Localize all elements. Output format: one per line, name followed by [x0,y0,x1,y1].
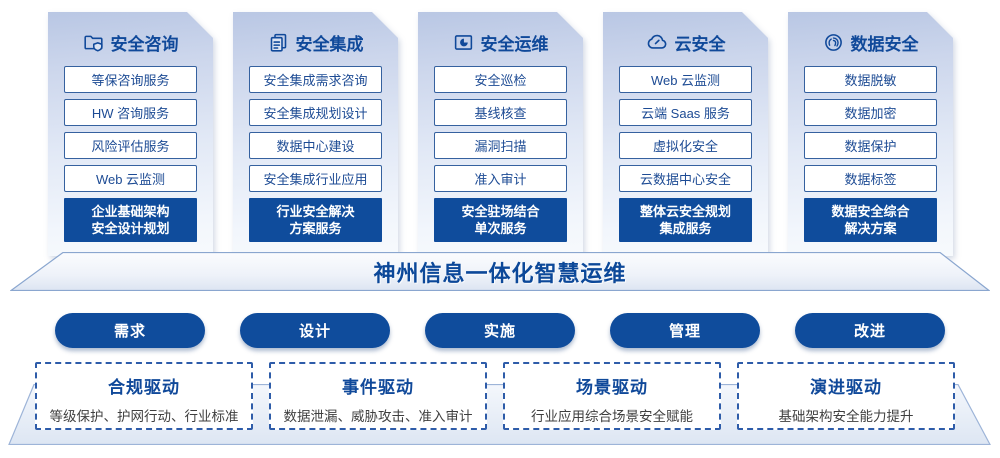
footer-line: 单次服务 [474,221,527,237]
column-title: 云安全 [674,34,726,54]
service-item: 云数据中心安全 [619,165,752,192]
service-item: 风险评估服务 [64,132,197,159]
service-item: 安全巡检 [434,66,567,93]
footer-line: 安全驻场结合 [461,204,540,219]
service-item: 准入审计 [434,165,567,192]
driver-compliance: 合规驱动 等级保护、护网行动、行业标准 [35,362,253,430]
driver-scenario: 场景驱动 行业应用综合场景安全赋能 [503,362,721,430]
service-item: HW 咨询服务 [64,99,197,126]
footer-line: 解决方案 [844,221,897,237]
phase-pill-improvement: 改进 [795,313,945,348]
service-item: 数据保护 [804,132,937,159]
service-columns: 安全咨询 等保咨询服务 HW 咨询服务 风险评估服务 Web 云监测 企业基础架… [48,12,953,256]
driver-title: 合规驱动 [108,378,180,397]
service-item: 漏洞扫描 [434,132,567,159]
fingerprint-icon [823,32,844,53]
cloud-icon [646,31,668,53]
column-footer: 安全驻场结合 单次服务 [434,198,567,242]
column-footer: 整体云安全规划 集成服务 [619,198,752,242]
banner-title: 神州信息一体化智慧运维 [373,260,627,286]
driver-desc: 数据泄漏、威胁攻击、准入审计 [283,409,473,424]
service-item: 安全集成规划设计 [249,99,382,126]
platform-banner: 神州信息一体化智慧运维 [10,252,990,291]
service-item: 等保咨询服务 [64,66,197,93]
column-cloud-security: 云安全 Web 云监测 云端 Saas 服务 虚拟化安全 云数据中心安全 整体云… [603,12,768,256]
column-title: 数据安全 [850,34,919,54]
service-item: Web 云监测 [619,66,752,93]
column-header: 安全集成 [233,30,398,54]
folder-pie-icon [453,32,474,53]
column-wrap: 云安全 Web 云监测 云端 Saas 服务 虚拟化安全 云数据中心安全 整体云… [603,12,768,256]
column-wrap: 数据安全 数据脱敏 数据加密 数据保护 数据标签 数据安全综合 解决方案 [788,12,953,256]
service-item: 数据加密 [804,99,937,126]
driver-title: 演进驱动 [810,378,882,397]
service-item: Web 云监测 [64,165,197,192]
driver-evolution: 演进驱动 基础架构安全能力提升 [737,362,955,430]
column-footer: 行业安全解决 方案服务 [249,198,382,242]
column-footer: 数据安全综合 解决方案 [804,198,937,242]
footer-line: 企业基础架构 [91,204,170,219]
footer-line: 行业安全解决 [276,204,355,219]
column-security-consulting: 安全咨询 等保咨询服务 HW 咨询服务 风险评估服务 Web 云监测 企业基础架… [48,12,213,256]
footer-line: 方案服务 [289,221,342,237]
service-item: 基线核查 [434,99,567,126]
footer-line: 数据安全综合 [831,204,910,219]
footer-line: 安全设计规划 [91,221,170,237]
column-security-operations: 安全运维 安全巡检 基线核查 漏洞扫描 准入审计 安全驻场结合 单次服务 [418,12,583,256]
column-wrap: 安全咨询 等保咨询服务 HW 咨询服务 风险评估服务 Web 云监测 企业基础架… [48,12,213,256]
service-item: 数据标签 [804,165,937,192]
service-item: 虚拟化安全 [619,132,752,159]
driver-boxes: 合规驱动 等级保护、护网行动、行业标准 事件驱动 数据泄漏、威胁攻击、准入审计 … [35,362,955,430]
service-item: 安全集成需求咨询 [249,66,382,93]
column-header: 安全咨询 [48,30,213,54]
folder-shield-icon [83,32,104,53]
column-header: 数据安全 [788,30,953,54]
footer-line: 集成服务 [659,221,712,237]
phase-pill-management: 管理 [610,313,760,348]
column-title: 安全咨询 [110,34,179,54]
column-title: 安全集成 [295,34,364,54]
column-footer: 企业基础架构 安全设计规划 [64,198,197,242]
service-item: 数据中心建设 [249,132,382,159]
phase-pill-requirement: 需求 [55,313,205,348]
service-item: 数据脱敏 [804,66,937,93]
driver-desc: 等级保护、护网行动、行业标准 [49,409,239,424]
banner-trapezoid-shape [10,252,990,291]
document-copy-icon [268,32,289,53]
column-header: 安全运维 [418,30,583,54]
phase-pills: 需求 设计 实施 管理 改进 [55,313,945,348]
column-wrap: 安全集成 安全集成需求咨询 安全集成规划设计 数据中心建设 安全集成行业应用 行… [233,12,398,256]
column-data-security: 数据安全 数据脱敏 数据加密 数据保护 数据标签 数据安全综合 解决方案 [788,12,953,256]
service-item: 安全集成行业应用 [249,165,382,192]
phase-pill-implementation: 实施 [425,313,575,348]
driver-title: 场景驱动 [576,378,648,397]
column-wrap: 安全运维 安全巡检 基线核查 漏洞扫描 准入审计 安全驻场结合 单次服务 [418,12,583,256]
driver-desc: 基础架构安全能力提升 [778,409,914,424]
footer-line: 整体云安全规划 [639,204,731,219]
column-security-integration: 安全集成 安全集成需求咨询 安全集成规划设计 数据中心建设 安全集成行业应用 行… [233,12,398,256]
column-header: 云安全 [603,30,768,54]
driver-desc: 行业应用综合场景安全赋能 [531,409,693,424]
column-title: 安全运维 [480,34,549,54]
driver-title: 事件驱动 [342,378,414,397]
driver-incident: 事件驱动 数据泄漏、威胁攻击、准入审计 [269,362,487,430]
phase-pill-design: 设计 [240,313,390,348]
service-item: 云端 Saas 服务 [619,99,752,126]
